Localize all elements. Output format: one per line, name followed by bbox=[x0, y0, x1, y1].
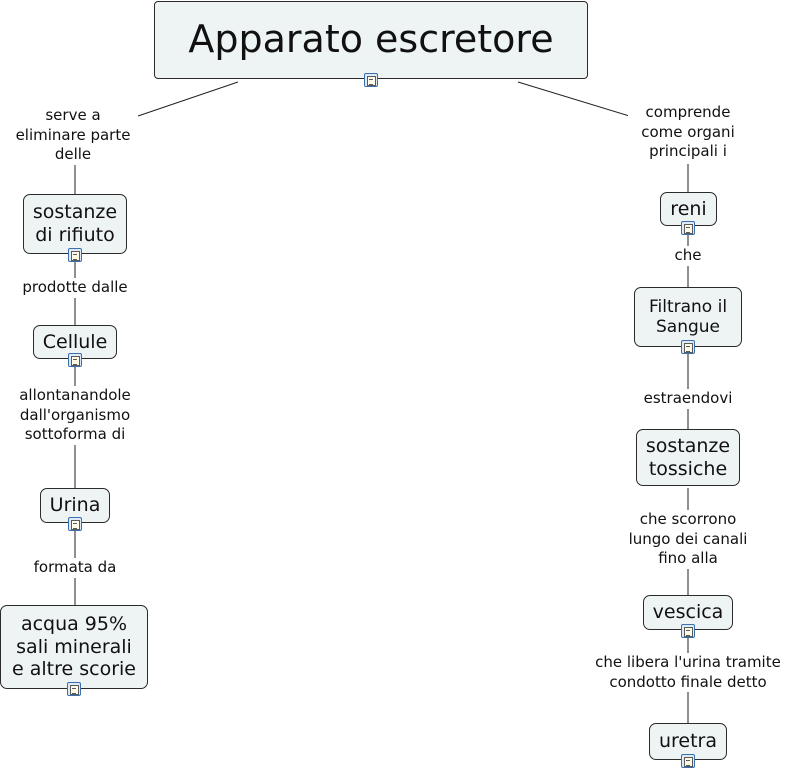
document-icon[interactable] bbox=[681, 624, 695, 638]
node-text: Filtrano il Sangue bbox=[648, 296, 728, 337]
link-allontanandole: allontanandole dall'organismo sottoforma… bbox=[8, 386, 142, 445]
node-text: reni bbox=[670, 197, 707, 220]
document-icon[interactable] bbox=[68, 353, 82, 367]
node-sostanze-tossiche[interactable]: sostanze tossiche bbox=[636, 429, 740, 486]
link-che: che bbox=[664, 246, 712, 266]
node-filtrano-il-sangue[interactable]: Filtrano il Sangue bbox=[634, 287, 742, 347]
title-node[interactable]: Apparato escretore bbox=[154, 1, 588, 79]
node-reni[interactable]: reni bbox=[660, 192, 717, 226]
node-acqua-sali-scorie[interactable]: acqua 95% sali minerali e altre scorie bbox=[0, 605, 148, 689]
link-estraendovi: estraendovi bbox=[628, 389, 748, 409]
document-icon[interactable] bbox=[68, 248, 82, 262]
connector-line bbox=[137, 81, 239, 117]
document-icon[interactable] bbox=[681, 754, 695, 768]
node-text: Urina bbox=[49, 494, 101, 517]
document-icon[interactable] bbox=[681, 340, 695, 354]
node-text: Cellule bbox=[42, 330, 108, 353]
node-text: acqua 95% sali minerali e altre scorie bbox=[12, 612, 136, 681]
document-icon[interactable] bbox=[364, 73, 378, 87]
document-icon[interactable] bbox=[68, 517, 82, 531]
title-text: Apparato escretore bbox=[188, 17, 554, 62]
node-sostanze-di-rifiuto[interactable]: sostanze di rifiuto bbox=[23, 194, 127, 254]
document-icon[interactable] bbox=[67, 682, 81, 696]
link-prodotte-dalle: prodotte dalle bbox=[10, 278, 140, 298]
link-formata-da: formata da bbox=[20, 558, 130, 578]
node-text: vescica bbox=[652, 601, 724, 624]
link-serve-a: serve a eliminare parte delle bbox=[8, 106, 138, 165]
link-che-scorrono: che scorrono lungo dei canali fino alla bbox=[613, 510, 763, 569]
link-comprende: comprende come organi principali i bbox=[628, 103, 748, 162]
node-text: uretra bbox=[658, 730, 718, 753]
node-text: sostanze tossiche bbox=[645, 434, 731, 480]
node-text: sostanze di rifiuto bbox=[32, 201, 118, 246]
document-icon[interactable] bbox=[681, 221, 695, 235]
connector-line bbox=[517, 81, 637, 119]
link-che-libera: che libera l'urina tramite condotto fina… bbox=[585, 653, 790, 692]
